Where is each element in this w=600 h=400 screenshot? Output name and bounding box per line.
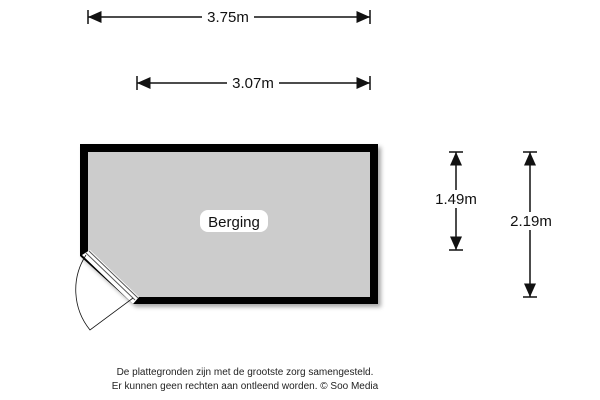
dimension-overall-depth: 2.19m: [504, 151, 558, 298]
overall-width-label: 3.75m: [207, 9, 249, 26]
room-label: Berging: [208, 214, 260, 231]
disclaimer-line-1: De plattegronden zijn met de grootste zo…: [116, 367, 374, 378]
inner-width-label: 3.07m: [232, 75, 274, 92]
dimension-overall-width: 3.75m: [87, 8, 371, 26]
disclaimer-line-2: Er kunnen geen rechten aan ontleend word…: [111, 381, 379, 392]
dimension-inner-depth: 1.49m: [430, 151, 482, 251]
overall-depth-label: 2.19m: [510, 213, 552, 230]
inner-depth-label: 1.49m: [435, 191, 477, 208]
door-swing: [75, 254, 134, 331]
room-berging: Berging: [75, 144, 378, 331]
dimension-inner-width: 3.07m: [136, 74, 371, 92]
